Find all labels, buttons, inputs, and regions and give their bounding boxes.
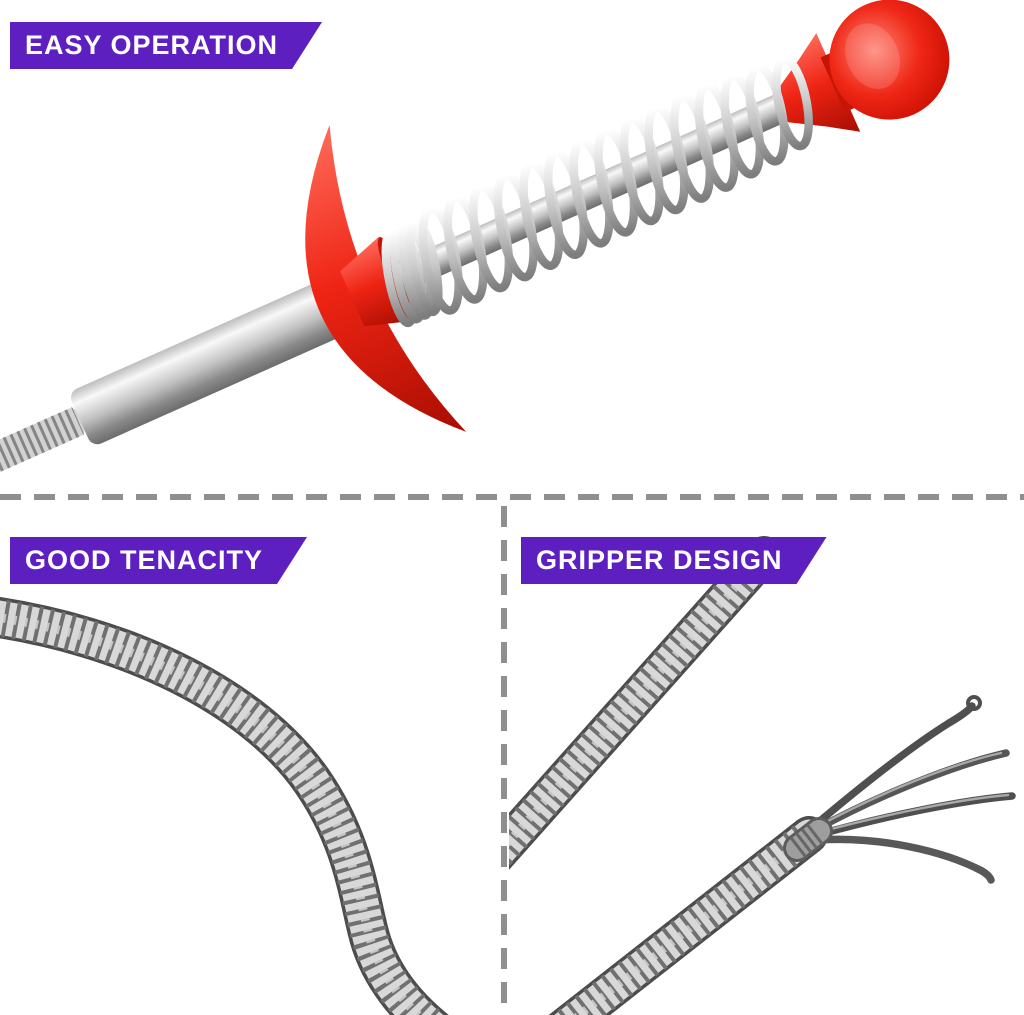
- lower-spring-with-gripper: [548, 695, 1016, 1015]
- flexible-cable-tail: [0, 407, 85, 484]
- banner-gripper-design-label: GRIPPER DESIGN: [536, 545, 783, 575]
- panel-easy-operation: EASY OPERATION: [0, 0, 1024, 494]
- metal-handle-tube: [71, 272, 365, 445]
- finger-grip-crescent: [305, 124, 467, 432]
- gripper-claw-illustration: [509, 536, 1016, 1015]
- flexible-spring-cable: [0, 596, 449, 1015]
- banner-easy-operation: EASY OPERATION: [10, 22, 322, 69]
- vertical-dashed-divider: [501, 506, 507, 1015]
- flexible-spring-cable-illustration: [0, 596, 449, 1015]
- claw-ferrule: [783, 817, 833, 862]
- claw-tip-loop: [966, 695, 982, 711]
- pickup-tool-illustration: [0, 0, 950, 484]
- banner-gripper-design: GRIPPER DESIGN: [521, 537, 827, 584]
- banner-good-tenacity-label: GOOD TENACITY: [25, 545, 264, 575]
- tool-body: [0, 0, 950, 484]
- banner-good-tenacity: GOOD TENACITY: [10, 537, 307, 584]
- panel-gripper-design: GRIPPER DESIGN: [509, 503, 1024, 1015]
- gripper-claws: [810, 695, 1016, 884]
- plunger-trumpet: [775, 33, 861, 132]
- spring-coil: [381, 55, 813, 328]
- cap-highlight: [845, 23, 901, 90]
- horizontal-dashed-divider: [0, 494, 1024, 500]
- upper-spring-segment: [509, 536, 783, 870]
- plunger-thumb-cap: [829, 0, 950, 120]
- banner-easy-operation-label: EASY OPERATION: [25, 30, 279, 60]
- panel-good-tenacity: GOOD TENACITY: [0, 503, 502, 1015]
- lower-spring-segment: [548, 816, 828, 1015]
